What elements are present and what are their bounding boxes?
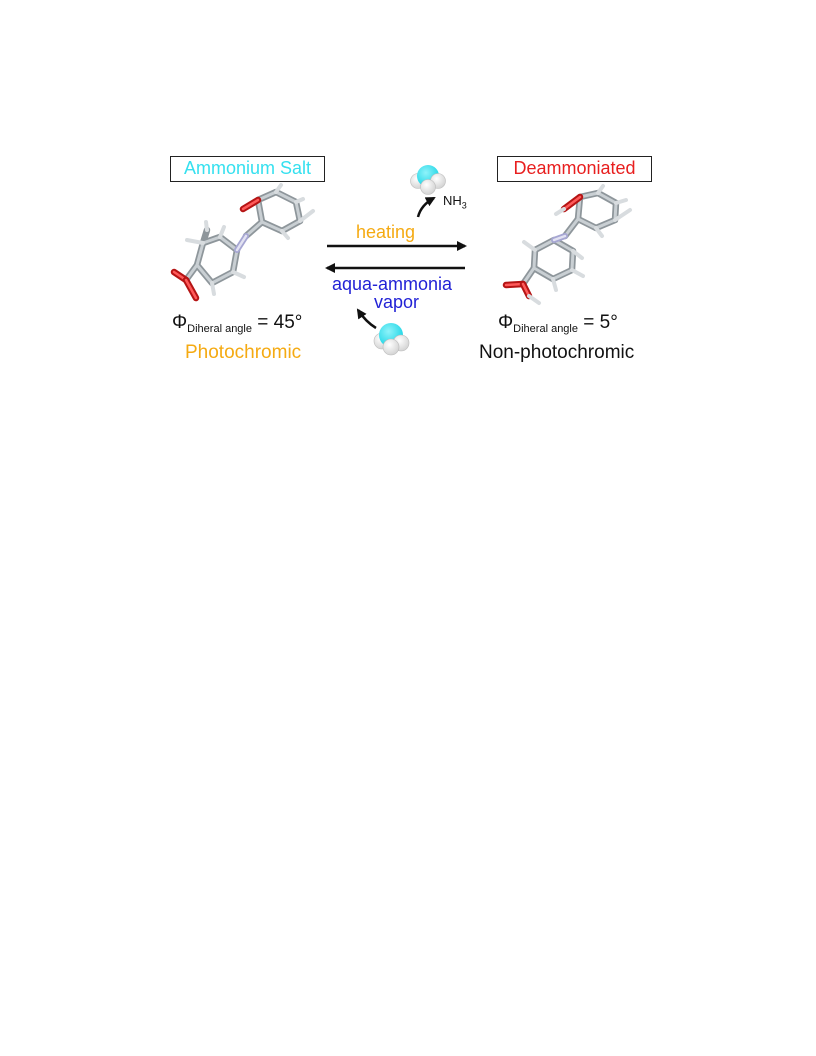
ammonia-molecule-top — [410, 165, 446, 195]
release-curve-arrow — [416, 196, 436, 218]
right-molecule — [502, 184, 632, 305]
aqua-ammonia-label: aqua-ammonia — [332, 274, 453, 294]
ammonium-salt-title: Ammonium Salt — [170, 156, 325, 182]
ammonia-molecule-bottom — [373, 323, 410, 356]
left-molecule — [170, 183, 315, 302]
deammoniated-title: Deammoniated — [497, 156, 652, 182]
right-property: Non-photochromic — [479, 342, 635, 363]
right-dihedral-angle: ΦDiheral angle = 5° — [498, 312, 618, 335]
heating-label: heating — [356, 222, 416, 242]
vapor-label: vapor — [374, 292, 420, 312]
left-dihedral-angle: ΦDiheral angle = 45° — [172, 312, 303, 335]
left-property: Photochromic — [185, 342, 302, 363]
uptake-curve-arrow — [356, 308, 377, 330]
nh3-label: NH3 — [443, 193, 467, 211]
